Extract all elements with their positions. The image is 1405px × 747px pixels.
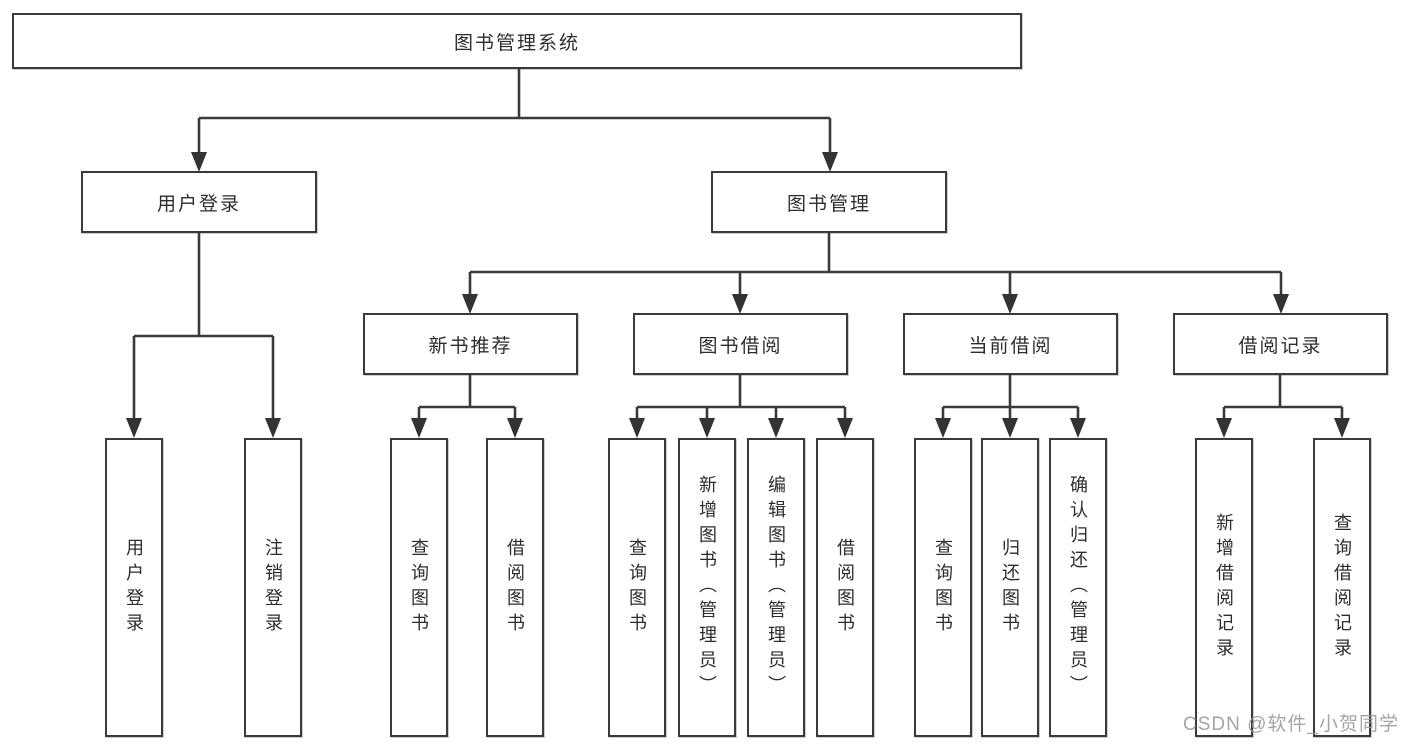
leaf-add-books-admin: 新增图书（管理员）: [678, 438, 736, 737]
leaf-logout: 注销登录: [244, 438, 302, 737]
leaf-query-books-1: 查询图书: [390, 438, 448, 737]
node-new-book-recommend: 新书推荐: [363, 313, 578, 375]
leaf-query-books-3: 查询图书: [914, 438, 972, 737]
leaf-borrow-books-1: 借阅图书: [486, 438, 544, 737]
leaf-label: 查询借阅记录: [1332, 512, 1352, 663]
leaf-label: 查询图书: [409, 537, 429, 638]
node-library-system: 图书管理系统: [12, 13, 1022, 69]
leaf-label: 新增借阅记录: [1214, 512, 1234, 663]
node-user-login: 用户登录: [81, 171, 317, 233]
leaf-label: 查询图书: [933, 537, 953, 638]
leaf-query-borrow-record: 查询借阅记录: [1313, 438, 1371, 737]
leaf-return-books: 归还图书: [981, 438, 1039, 737]
leaf-label: 借阅图书: [835, 537, 855, 638]
leaf-borrow-books-2: 借阅图书: [816, 438, 874, 737]
arrowheads: [126, 152, 1350, 438]
node-current-borrowing: 当前借阅: [903, 313, 1118, 375]
leaf-label: 借阅图书: [505, 537, 525, 638]
leaf-label: 确认归还（管理员）: [1068, 475, 1088, 700]
node-book-management: 图书管理: [711, 171, 947, 233]
leaf-label: 归还图书: [1000, 537, 1020, 638]
leaf-label: 编辑图书（管理员）: [766, 475, 786, 700]
leaf-add-borrow-record: 新增借阅记录: [1195, 438, 1253, 737]
csdn-watermark: CSDN @软件_小贺同学: [1183, 714, 1399, 735]
node-borrow-records: 借阅记录: [1173, 313, 1388, 375]
node-book-borrowing: 图书借阅: [633, 313, 848, 375]
leaf-query-books-2: 查询图书: [608, 438, 666, 737]
leaf-label: 用户登录: [124, 537, 144, 638]
leaf-edit-books-admin: 编辑图书（管理员）: [747, 438, 805, 737]
leaf-label: 新增图书（管理员）: [697, 475, 717, 700]
leaf-confirm-return-admin: 确认归还（管理员）: [1049, 438, 1107, 737]
leaf-label: 注销登录: [263, 537, 283, 638]
leaf-label: 查询图书: [627, 537, 647, 638]
leaf-user-login: 用户登录: [105, 438, 163, 737]
